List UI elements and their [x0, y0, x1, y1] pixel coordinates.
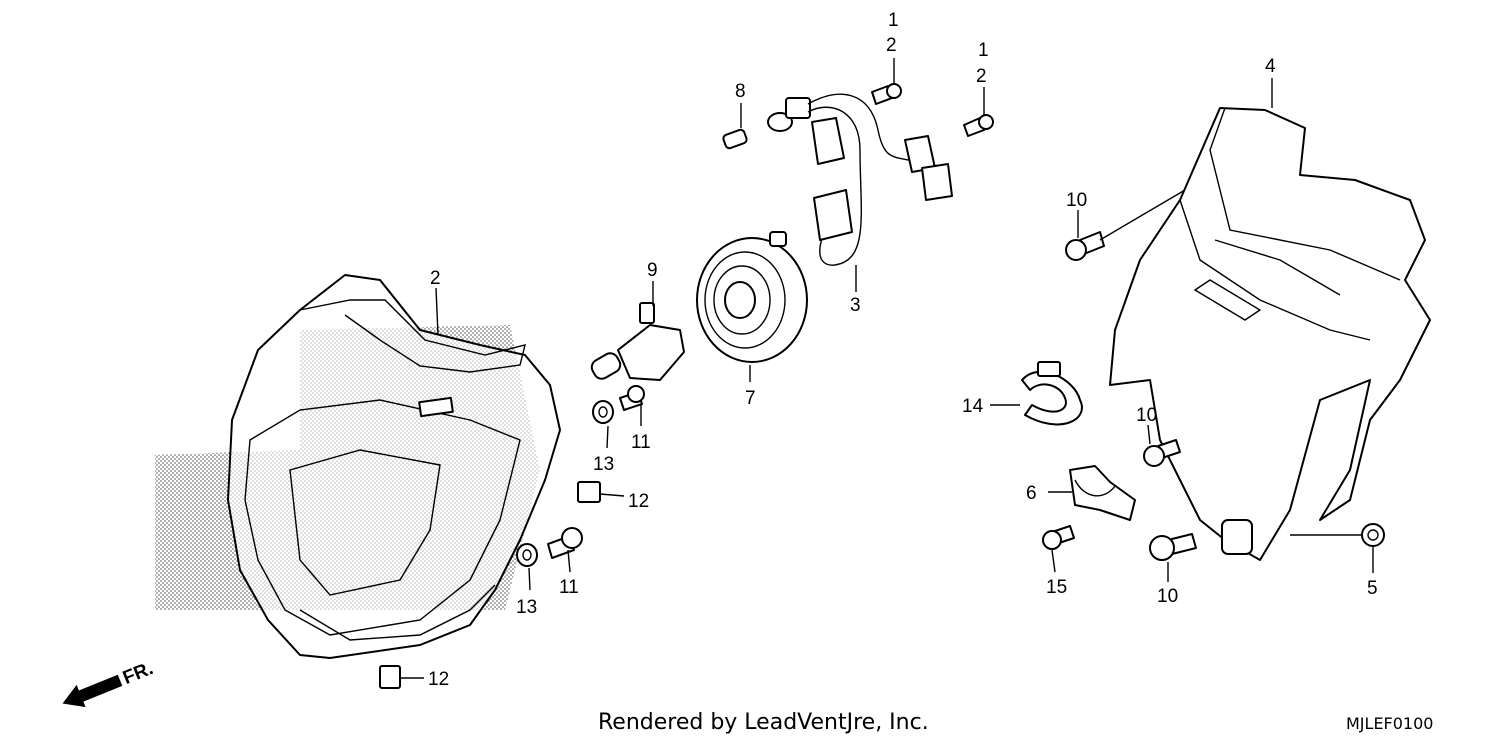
callout-4: 4 — [1265, 56, 1276, 77]
bolt-15 — [1042, 525, 1075, 550]
leader-lines — [400, 58, 1374, 679]
callout-5: 5 — [1367, 578, 1378, 599]
callout-15: 15 — [1046, 577, 1067, 598]
callout-6: 6 — [1026, 483, 1037, 504]
diagram-code: MJLEF0100 — [1346, 714, 1434, 733]
clip-12-lower — [379, 665, 401, 689]
headlight-top-rim — [299, 299, 526, 373]
headlight-bulb — [590, 302, 685, 381]
band-clamp — [1021, 361, 1083, 426]
bolt-11-upper — [619, 385, 645, 411]
screw-top-right — [963, 114, 994, 137]
callout-11-lower: 11 — [559, 577, 579, 598]
cowl-grommet — [1221, 519, 1253, 555]
callout-8: 8 — [735, 81, 746, 102]
bolt-10-middle — [1143, 439, 1181, 467]
callout-12-lower: 12 — [428, 669, 449, 690]
wire-harness — [767, 93, 953, 266]
callout-3: 3 — [850, 295, 861, 316]
upper-cowl — [1109, 107, 1431, 561]
callout-14: 14 — [962, 396, 984, 417]
callout-7: 7 — [745, 388, 756, 409]
callout-12-upper: 12 — [628, 491, 649, 512]
position-bulb — [722, 128, 748, 150]
callout-labels: 1 2 1 2 2 3 4 5 6 7 8 9 10 10 10 11 11 1… — [428, 10, 1378, 690]
callout-11-upper: 11 — [631, 432, 651, 453]
callout-2-headlight: 2 — [430, 268, 441, 289]
screw-top-left — [871, 83, 902, 105]
callout-1-top-right: 1 — [978, 40, 989, 61]
front-direction-arrow: FR. — [62, 658, 156, 708]
callout-10-lower: 10 — [1157, 586, 1178, 607]
callout-2-top-right: 2 — [976, 66, 987, 87]
callout-10-middle: 10 — [1136, 405, 1157, 426]
headlight-lower-edge — [299, 584, 496, 641]
bolt-11-lower — [547, 527, 583, 559]
callout-2-top-left: 2 — [886, 35, 897, 56]
bolt-10-lower — [1149, 533, 1197, 561]
socket-cover — [696, 231, 808, 363]
headlight-lens-outline — [244, 399, 521, 636]
clip-12-upper — [577, 481, 601, 503]
nut-5 — [1361, 523, 1385, 547]
front-arrow-label: FR. — [120, 658, 156, 689]
stay-bracket — [1069, 465, 1136, 521]
render-credit: Rendered by LeadVentJre, Inc. — [598, 710, 929, 735]
washer-13-lower — [516, 543, 538, 567]
callout-1-top-left: 1 — [888, 10, 899, 31]
callout-9: 9 — [647, 260, 658, 281]
headlight-tab — [418, 396, 454, 418]
callout-10-upper: 10 — [1066, 190, 1087, 211]
washer-13-upper — [592, 400, 614, 424]
headlight-unit — [155, 274, 561, 659]
callout-13-upper: 13 — [593, 454, 614, 475]
bolt-10-upper — [1065, 231, 1105, 261]
headlight-lens-facet — [289, 449, 441, 596]
callout-13-lower: 13 — [516, 597, 537, 618]
